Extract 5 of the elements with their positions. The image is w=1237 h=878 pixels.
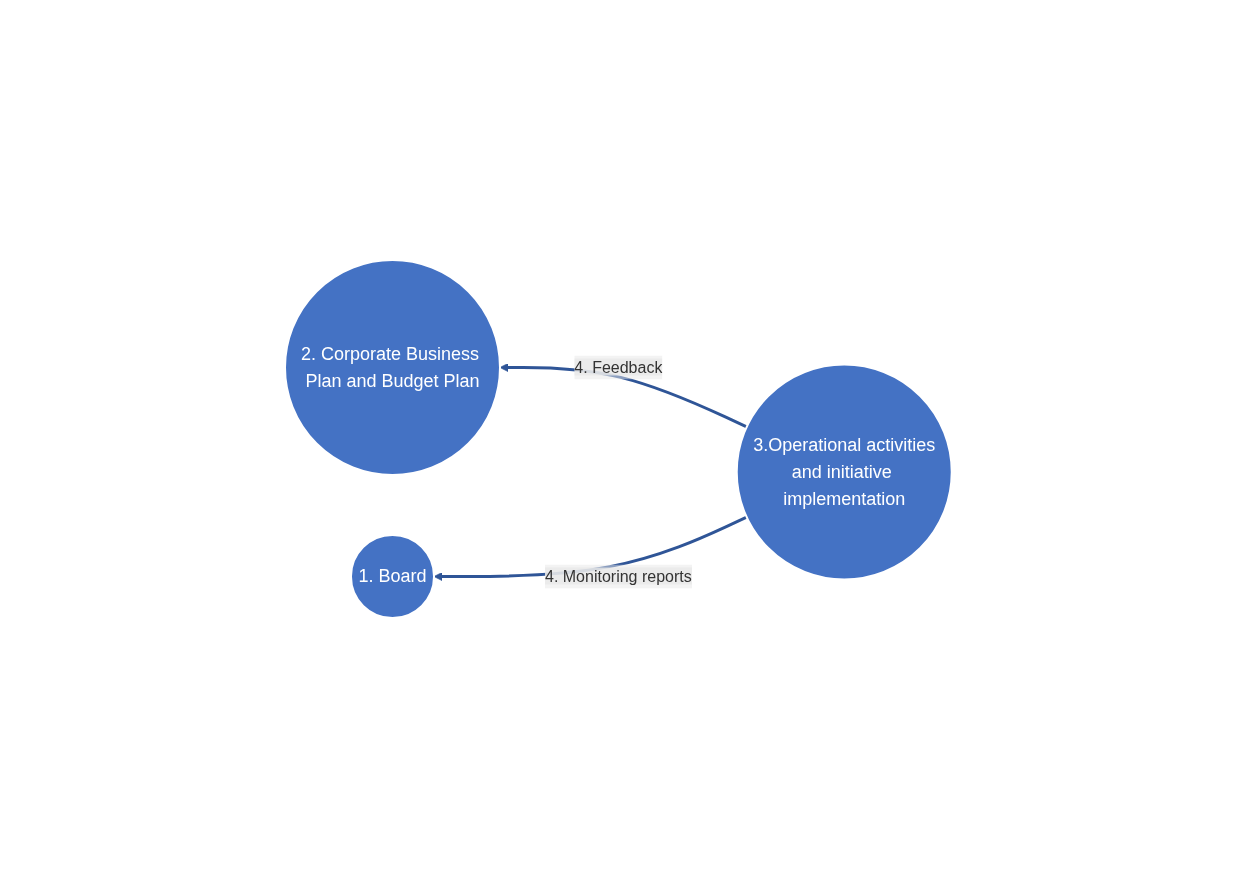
node-circle: 2. Corporate Business Plan and Budget Plan (284, 258, 502, 476)
edge-label: 4. Feedback (574, 358, 663, 376)
node-circle: 3.Operational activities and initiative implementation (735, 363, 953, 581)
node-circle: 1. Board (350, 533, 436, 619)
edge-label: 4. Monitoring reports (545, 567, 692, 585)
